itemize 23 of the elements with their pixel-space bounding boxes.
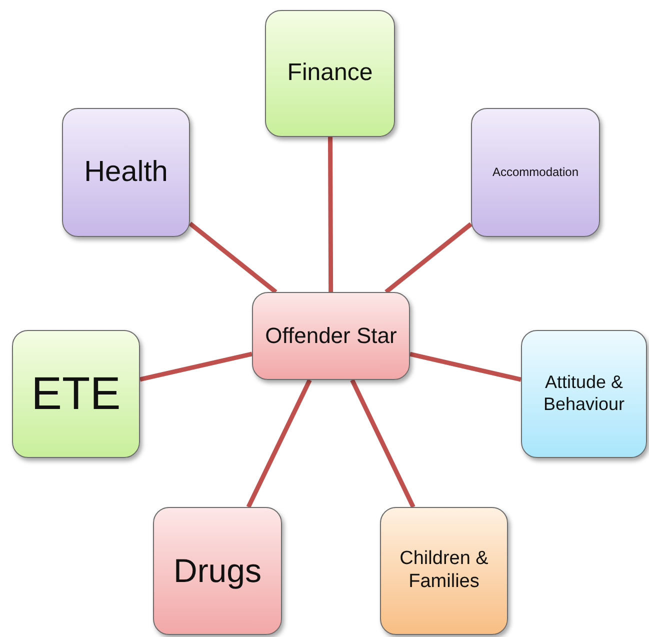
node-label: Health bbox=[84, 155, 168, 190]
node-label: ETE bbox=[31, 366, 121, 422]
category-box bbox=[521, 330, 647, 458]
node-label: Offender Star bbox=[265, 322, 397, 350]
node-label: Accommodation bbox=[492, 165, 579, 180]
category-box bbox=[471, 108, 600, 237]
node-label: Finance bbox=[287, 59, 373, 88]
category-box bbox=[265, 10, 395, 137]
connector-line bbox=[384, 222, 472, 294]
connector-line bbox=[350, 379, 416, 508]
category-box bbox=[153, 507, 282, 635]
connector-line bbox=[140, 352, 252, 382]
center-box bbox=[252, 292, 410, 380]
connector-line bbox=[328, 136, 334, 292]
connector-line bbox=[188, 222, 278, 294]
category-box bbox=[62, 108, 190, 237]
connector-line bbox=[246, 379, 312, 508]
node-label: Attitude & Behaviour bbox=[542, 372, 626, 416]
node-label: Children & Families bbox=[398, 548, 490, 594]
category-box bbox=[12, 330, 140, 458]
connector-line bbox=[410, 352, 522, 382]
node-label: Drugs bbox=[173, 551, 262, 591]
category-box bbox=[380, 507, 508, 635]
